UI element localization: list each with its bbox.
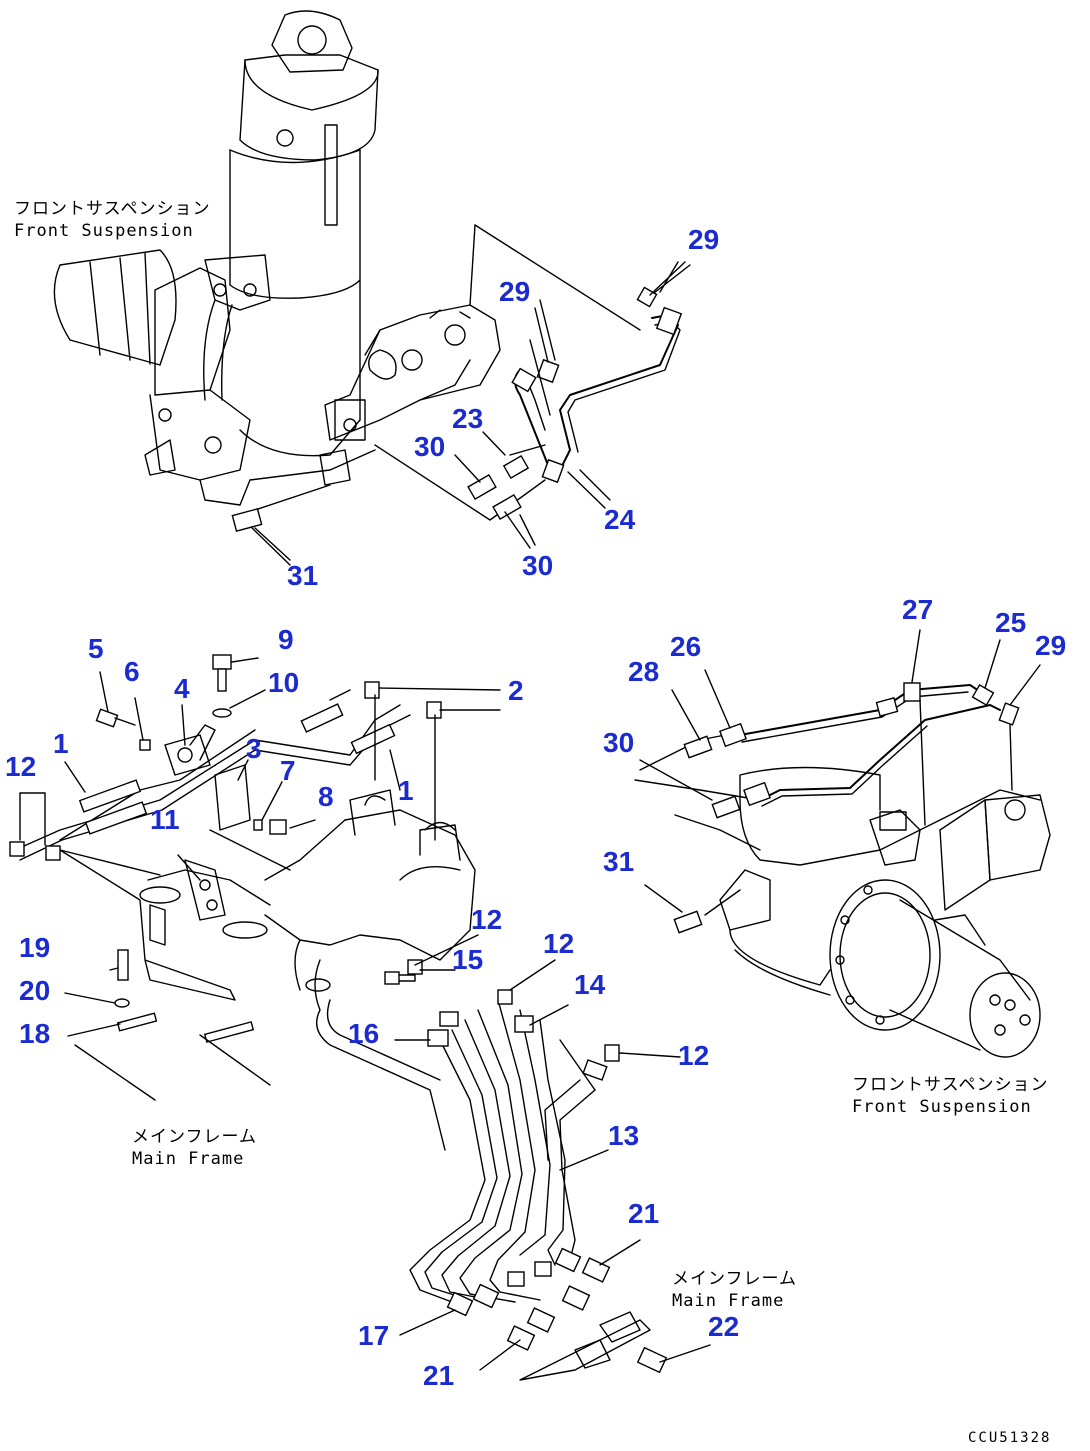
callout-9: 9 xyxy=(278,624,294,655)
callout-8: 8 xyxy=(318,781,334,812)
clamp-bracket-parts xyxy=(74,654,291,1101)
callout-11: 11 xyxy=(150,804,180,835)
callout-3: 3 xyxy=(246,733,262,764)
note-en: Main Frame xyxy=(132,1149,245,1169)
top-hydraulic-lines xyxy=(231,224,691,561)
right-suspension-assembly xyxy=(719,766,1051,1058)
note-ja: フロントサスペンション xyxy=(14,199,211,219)
callout-12-left: 12 xyxy=(5,751,37,782)
callout-25: 25 xyxy=(995,607,1027,638)
callout-29-top-right: 29 xyxy=(688,224,720,255)
note-front-suspension-right: フロントサスペンション Front Suspension xyxy=(852,1074,1048,1118)
center-frame-bracket xyxy=(264,789,476,1011)
callout-19: 19 xyxy=(19,932,51,963)
note-en: Front Suspension xyxy=(14,221,194,241)
note-ja: メインフレーム xyxy=(132,1127,257,1147)
callout-14: 14 xyxy=(574,969,606,1000)
note-front-suspension-top: フロントサスペンション Front Suspension xyxy=(14,198,210,242)
callout-12-center: 12 xyxy=(471,904,503,935)
callout-31-top: 31 xyxy=(287,560,319,591)
callout-10: 10 xyxy=(268,667,300,698)
callout-21-upper: 21 xyxy=(628,1198,660,1229)
callout-12-right: 12 xyxy=(543,928,575,959)
callout-22: 22 xyxy=(708,1311,740,1342)
drawing-code: CCU51328 xyxy=(968,1430,1052,1446)
callout-6: 6 xyxy=(124,656,140,687)
callout-17: 17 xyxy=(358,1320,390,1351)
callout-18: 18 xyxy=(19,1018,51,1049)
callout-21-lower: 21 xyxy=(423,1360,455,1391)
callout-4: 4 xyxy=(174,673,190,704)
callout-20: 20 xyxy=(19,975,51,1006)
callout-13: 13 xyxy=(608,1120,640,1151)
note-en: Front Suspension xyxy=(852,1097,1032,1117)
suspension-bracket xyxy=(319,304,501,486)
callout-12-lower: 12 xyxy=(678,1040,710,1071)
callout-5: 5 xyxy=(88,633,104,664)
callout-31-right: 31 xyxy=(603,846,635,877)
note-ja: フロントサスペンション xyxy=(852,1075,1049,1095)
left-frame-plate xyxy=(59,849,271,1001)
callout-28: 28 xyxy=(628,656,660,687)
callout-7: 7 xyxy=(280,755,296,786)
note-main-frame-left: メインフレーム Main Frame xyxy=(132,1126,257,1170)
callout-29-right: 29 xyxy=(1035,630,1067,661)
callout-2: 2 xyxy=(508,675,524,706)
upper-left-tubes xyxy=(9,681,442,861)
note-en: Main Frame xyxy=(672,1291,785,1311)
callout-30-lower: 30 xyxy=(522,550,554,581)
right-hydraulic-lines xyxy=(634,682,1020,934)
callout-15: 15 xyxy=(452,944,484,975)
front-suspension-cylinder xyxy=(229,10,379,421)
tube-bundle xyxy=(316,959,668,1381)
callout-24: 24 xyxy=(604,504,636,535)
callout-1-right: 1 xyxy=(398,775,414,806)
callout-23: 23 xyxy=(452,403,484,434)
callout-30-upper: 30 xyxy=(414,431,446,462)
callout-27: 27 xyxy=(902,594,934,625)
callout-16: 16 xyxy=(348,1018,380,1049)
note-main-frame-bottom: メインフレーム Main Frame xyxy=(672,1268,797,1312)
callout-30-right: 30 xyxy=(603,727,635,758)
callout-29-top-left: 29 xyxy=(499,276,531,307)
callout-26: 26 xyxy=(670,631,702,662)
axle-housing xyxy=(53,249,376,506)
callout-1-left: 1 xyxy=(53,728,69,759)
note-ja: メインフレーム xyxy=(672,1269,797,1289)
leader-lines xyxy=(19,261,1041,1371)
